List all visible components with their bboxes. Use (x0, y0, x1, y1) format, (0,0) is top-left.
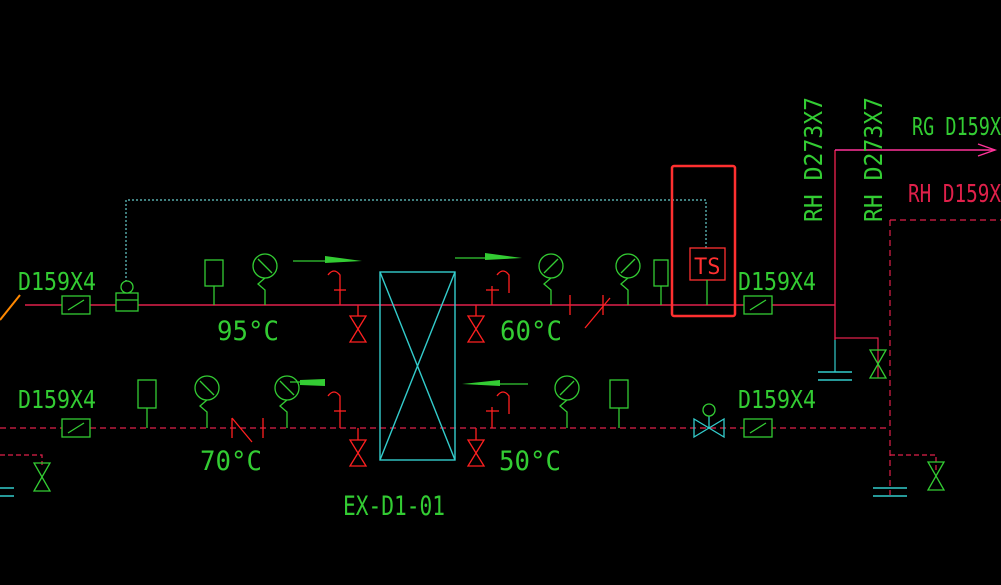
check-valve-icon[interactable] (569, 295, 611, 329)
outlet-arrow-head (977, 143, 998, 157)
supply-inlet-stub (0, 294, 21, 321)
pipe-label-supply-right: D159X4 (738, 267, 816, 296)
thermo-well-icon[interactable] (653, 259, 669, 305)
motorized-valve-icon[interactable] (693, 403, 725, 439)
bypass-line-left (0, 454, 43, 465)
pressure-gauge-icon[interactable] (554, 375, 580, 428)
air-vent-icon[interactable] (327, 270, 346, 305)
drain-valve-1[interactable] (868, 349, 888, 379)
thermo-well-icon[interactable] (137, 379, 157, 428)
exchanger-tag: EX-D1-01 (343, 491, 445, 522)
drain-valve-3[interactable] (32, 462, 52, 492)
bypass-line-bottom (890, 454, 937, 470)
selection-highlight-box (670, 164, 737, 318)
pressure-gauge-icon[interactable] (615, 253, 641, 305)
flow-meter-return-right[interactable] (743, 418, 773, 438)
pipe-label-return-right: D159X4 (738, 385, 816, 414)
isolation-valve-icon[interactable] (466, 428, 486, 467)
air-vent-icon[interactable] (486, 391, 510, 428)
drain-valve-2[interactable] (926, 461, 946, 491)
outlet-label-rg: RG D159X (912, 112, 1001, 141)
flow-meter-supply-left[interactable] (61, 295, 91, 315)
pipe-label-return-left: D159X4 (18, 385, 96, 414)
heat-exchanger[interactable] (379, 271, 456, 461)
control-signal-line (125, 199, 707, 282)
pressure-gauge-icon[interactable] (538, 253, 564, 305)
pressure-gauge-icon[interactable] (194, 375, 220, 428)
flow-meter-return-left[interactable] (61, 418, 91, 438)
air-vent-icon[interactable] (327, 391, 346, 428)
air-vent-icon[interactable] (486, 270, 510, 305)
flow-arrow-icon (462, 380, 528, 386)
outlet-label-rh: RH D159X (908, 179, 1001, 208)
pressure-gauge-icon[interactable] (274, 375, 300, 428)
check-valve-icon[interactable] (231, 417, 264, 443)
isolation-valve-icon[interactable] (466, 305, 486, 343)
thermo-well-icon[interactable] (204, 259, 224, 305)
temp-return-in: 70°C (200, 446, 262, 477)
temp-return-out: 50°C (499, 446, 561, 477)
temp-supply-out: 60°C (500, 316, 562, 347)
riser-label-rh-2: RH D273X7 (859, 97, 888, 222)
control-valve-actuator-icon[interactable] (115, 280, 139, 312)
flow-meter-supply-right[interactable] (743, 295, 773, 315)
flow-arrow-icon (293, 256, 362, 263)
isolation-valve-icon[interactable] (348, 428, 368, 467)
thermo-well-icon[interactable] (609, 379, 629, 428)
pressure-gauge-icon[interactable] (252, 253, 278, 305)
flow-arrow-icon (290, 379, 325, 386)
temperature-sensor-ts[interactable] (689, 247, 726, 305)
temp-supply-in: 95°C (217, 316, 279, 347)
pipe-label-supply-left: D159X4 (18, 267, 96, 296)
isolation-valve-icon[interactable] (348, 305, 368, 343)
sensor-tag: TS (694, 255, 721, 280)
flow-arrow-icon (455, 253, 522, 260)
riser-label-rh-1: RH D273X7 (799, 97, 828, 222)
